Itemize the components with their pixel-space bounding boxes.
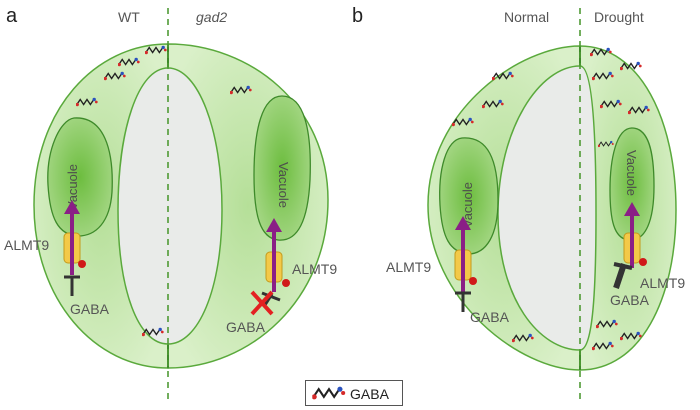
panel-b-letter: b (352, 5, 363, 27)
almt9-label-right-b: ALMT9 (640, 275, 685, 291)
almt9-label-left: ALMT9 (4, 237, 49, 253)
legend-label: GABA (350, 386, 389, 402)
almt9-channel-left (63, 200, 86, 275)
panel-b: Vacuole Vacuole Normal Drought ALMT9 GAB… (386, 8, 685, 400)
blocked-x-icon (250, 290, 274, 316)
vacuole-label-right: Vacuole (276, 162, 291, 208)
vacuole-right (253, 95, 311, 241)
gaba-label-right-b: GABA (610, 292, 650, 308)
gaba-inhibition-left-b (455, 291, 471, 312)
gaba-label-left: GABA (70, 301, 110, 317)
almt9-channel-right-b (623, 202, 647, 268)
almt9-channel-left-b (454, 216, 477, 292)
panel-a: Vacuole Vacuole WT gad2 ALMT9 GABA (4, 8, 337, 400)
vacuole-left (47, 117, 113, 237)
title-gad2: gad2 (196, 9, 227, 25)
title-wt: WT (118, 9, 140, 25)
panel-a-letter: a (6, 5, 18, 27)
almt9-channel-right (265, 218, 290, 292)
gaba-label-right: GABA (226, 319, 266, 335)
almt9-label-right: ALMT9 (292, 261, 337, 277)
almt9-label-left-b: ALMT9 (386, 259, 431, 275)
legend: GABA (305, 380, 403, 406)
title-drought: Drought (594, 9, 644, 25)
gaba-inhibition-right-b (613, 262, 633, 289)
stomatal-pore (117, 67, 223, 345)
gaba-label-left-b: GABA (470, 309, 510, 325)
vacuole-label-left: Vacuole (65, 164, 80, 210)
stomatal-pore-b (497, 65, 597, 351)
vacuole-label-left-b: Vacuole (460, 182, 475, 228)
vacuole-label-right-b: Vacuole (624, 150, 639, 196)
title-normal: Normal (504, 9, 549, 25)
gaba-molecule-icon (312, 385, 346, 401)
gaba-inhibition-left (64, 275, 80, 296)
